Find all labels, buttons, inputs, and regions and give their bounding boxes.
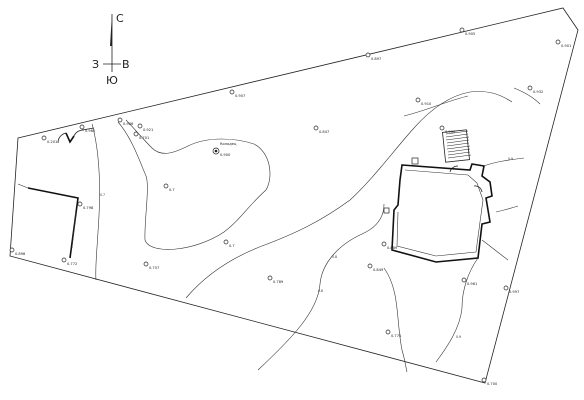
compass-east-label: В — [122, 58, 130, 71]
survey-point-label: 0.961 — [467, 282, 477, 286]
contour-line — [91, 123, 100, 281]
survey-point-icon — [313, 125, 319, 131]
shed-enclosure — [17, 183, 79, 259]
survey-point-label: 0.789 — [273, 280, 284, 284]
contour-label: 0.8 — [318, 289, 323, 293]
survey-point-label: 0.7 — [229, 244, 235, 248]
contour-label: 0.9 — [456, 335, 461, 339]
survey-point-label: 0.900 — [445, 130, 456, 134]
survey-point-icon — [381, 241, 387, 247]
house — [383, 157, 493, 263]
survey-point-label: 0.921 — [143, 128, 153, 132]
survey-point-label: 0.774 — [391, 334, 402, 338]
contour-line — [435, 257, 479, 363]
contour-label: 0.8 — [332, 255, 337, 259]
survey-point-icon — [77, 201, 83, 207]
contour-line — [403, 95, 469, 117]
survey-point-icon — [555, 39, 561, 45]
survey-point-label: 0.910 — [421, 102, 432, 106]
survey-point-label: 0.757 — [149, 266, 159, 270]
compass-north-label: С — [116, 12, 124, 25]
stairs — [442, 129, 472, 163]
survey-point-icon — [41, 135, 47, 141]
survey-point-icon — [481, 377, 487, 383]
contour-line — [513, 87, 541, 105]
survey-point-icon — [143, 261, 149, 267]
contour-line — [481, 239, 509, 261]
survey-point-icon — [459, 27, 465, 33]
survey-point-icon — [9, 247, 15, 253]
survey-point-label: 0.889 — [387, 246, 398, 250]
contour-label: 0.7 — [100, 193, 105, 197]
survey-point-label: 0.997 — [509, 290, 519, 294]
survey-point-label: 0.897 — [371, 57, 381, 61]
well-elevation: 0.900 — [220, 153, 231, 157]
well-label: Колодец — [220, 142, 237, 146]
north-arrow-icon — [110, 14, 112, 46]
contour-lines — [91, 87, 541, 373]
survey-point-label: 0.849 — [373, 268, 384, 272]
survey-point-icon — [133, 131, 139, 137]
survey-point-icon — [267, 275, 273, 281]
survey-point-icon — [117, 117, 123, 123]
survey-point-label: 0.701 — [139, 136, 149, 140]
compass-west-label: З — [92, 58, 99, 71]
survey-point-label: 0.7 — [169, 188, 175, 192]
survey-point-icon — [415, 97, 421, 103]
survey-point-label: 0.700 — [487, 382, 498, 386]
survey-point-icon — [229, 89, 235, 95]
survey-point-icon — [163, 183, 169, 189]
survey-point-label: 0.932 — [533, 90, 543, 94]
site-boundary — [9, 7, 579, 384]
survey-point-icon — [61, 257, 67, 263]
contour-line — [495, 205, 519, 213]
contour-line — [483, 157, 525, 167]
contour-label: 0.9 — [508, 157, 513, 161]
contour-line — [257, 203, 385, 371]
elevation-points: 0.201 0.897 0.905 0.901 0.932 0.910 0.907 0.906… — [9, 27, 571, 386]
survey-point-label: 0.901 — [561, 44, 571, 48]
gate — [57, 127, 95, 144]
contour-line — [383, 267, 408, 373]
survey-point-icon — [527, 85, 533, 91]
survey-point-icon — [223, 239, 229, 245]
survey-point-icon — [503, 285, 509, 291]
survey-point-icon — [367, 263, 373, 269]
compass-south-label: Ю — [106, 74, 118, 87]
survey-point-icon — [365, 52, 371, 58]
survey-point-icon — [439, 125, 445, 131]
survey-point-label: 0.905 — [465, 32, 475, 36]
survey-point-label: 0.847 — [319, 130, 329, 134]
compass: С З В Ю — [92, 12, 130, 87]
survey-point-label: 0.898 — [15, 252, 26, 256]
contour-line — [117, 119, 271, 250]
survey-point-label: 0.201 — [47, 140, 57, 144]
survey-point-label: 0.961 — [85, 129, 95, 133]
survey-point-label: 0.772 — [67, 262, 77, 266]
contour-line — [185, 91, 513, 299]
survey-point-label: 0.906 — [123, 122, 134, 126]
survey-point-icon — [385, 329, 391, 335]
survey-point-icon — [137, 123, 143, 129]
survey-point-icon — [461, 277, 467, 283]
survey-point-label: 0.798 — [83, 206, 94, 210]
survey-point-label: 0.907 — [235, 94, 245, 98]
well: Колодец 0.900 — [212, 142, 237, 157]
survey-point-icon — [79, 124, 85, 130]
